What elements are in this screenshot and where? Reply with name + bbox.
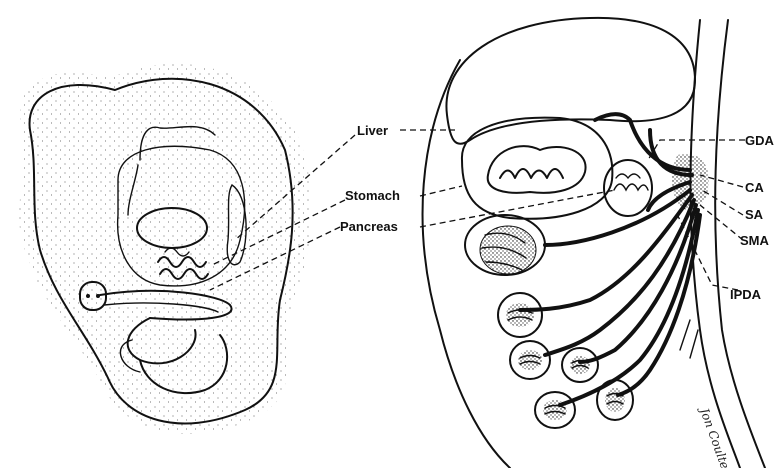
intestinal-loops [498,293,633,428]
pancreas-shape [604,160,652,216]
label-ca: CA [745,180,764,195]
label-stomach: Stomach [345,188,400,203]
label-pancreas: Pancreas [340,219,398,234]
label-sma: SMA [740,233,770,248]
embryo-figure [19,64,311,434]
label-sa: SA [745,207,764,222]
label-liver: Liver [357,123,388,138]
label-gda: GDA [745,133,775,148]
adult-anatomy-figure [423,18,765,468]
label-ipda: IPDA [730,287,762,302]
liver-shape [446,18,695,144]
